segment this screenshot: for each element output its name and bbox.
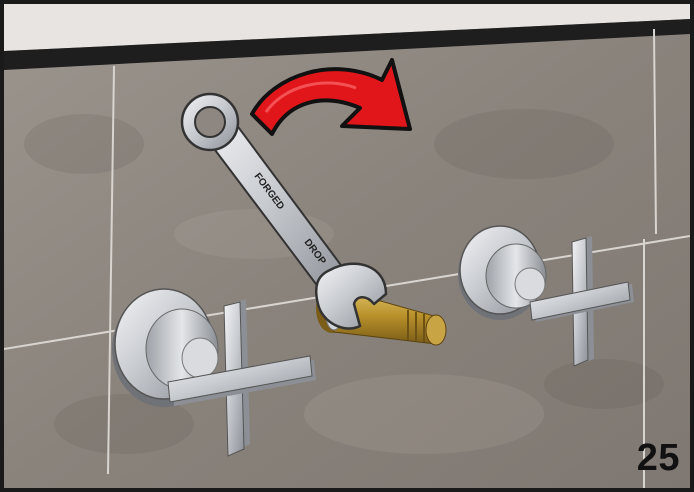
bathroom-wall-scene: FORGED DROP — [4, 4, 690, 488]
step-number: 25 — [637, 437, 680, 480]
